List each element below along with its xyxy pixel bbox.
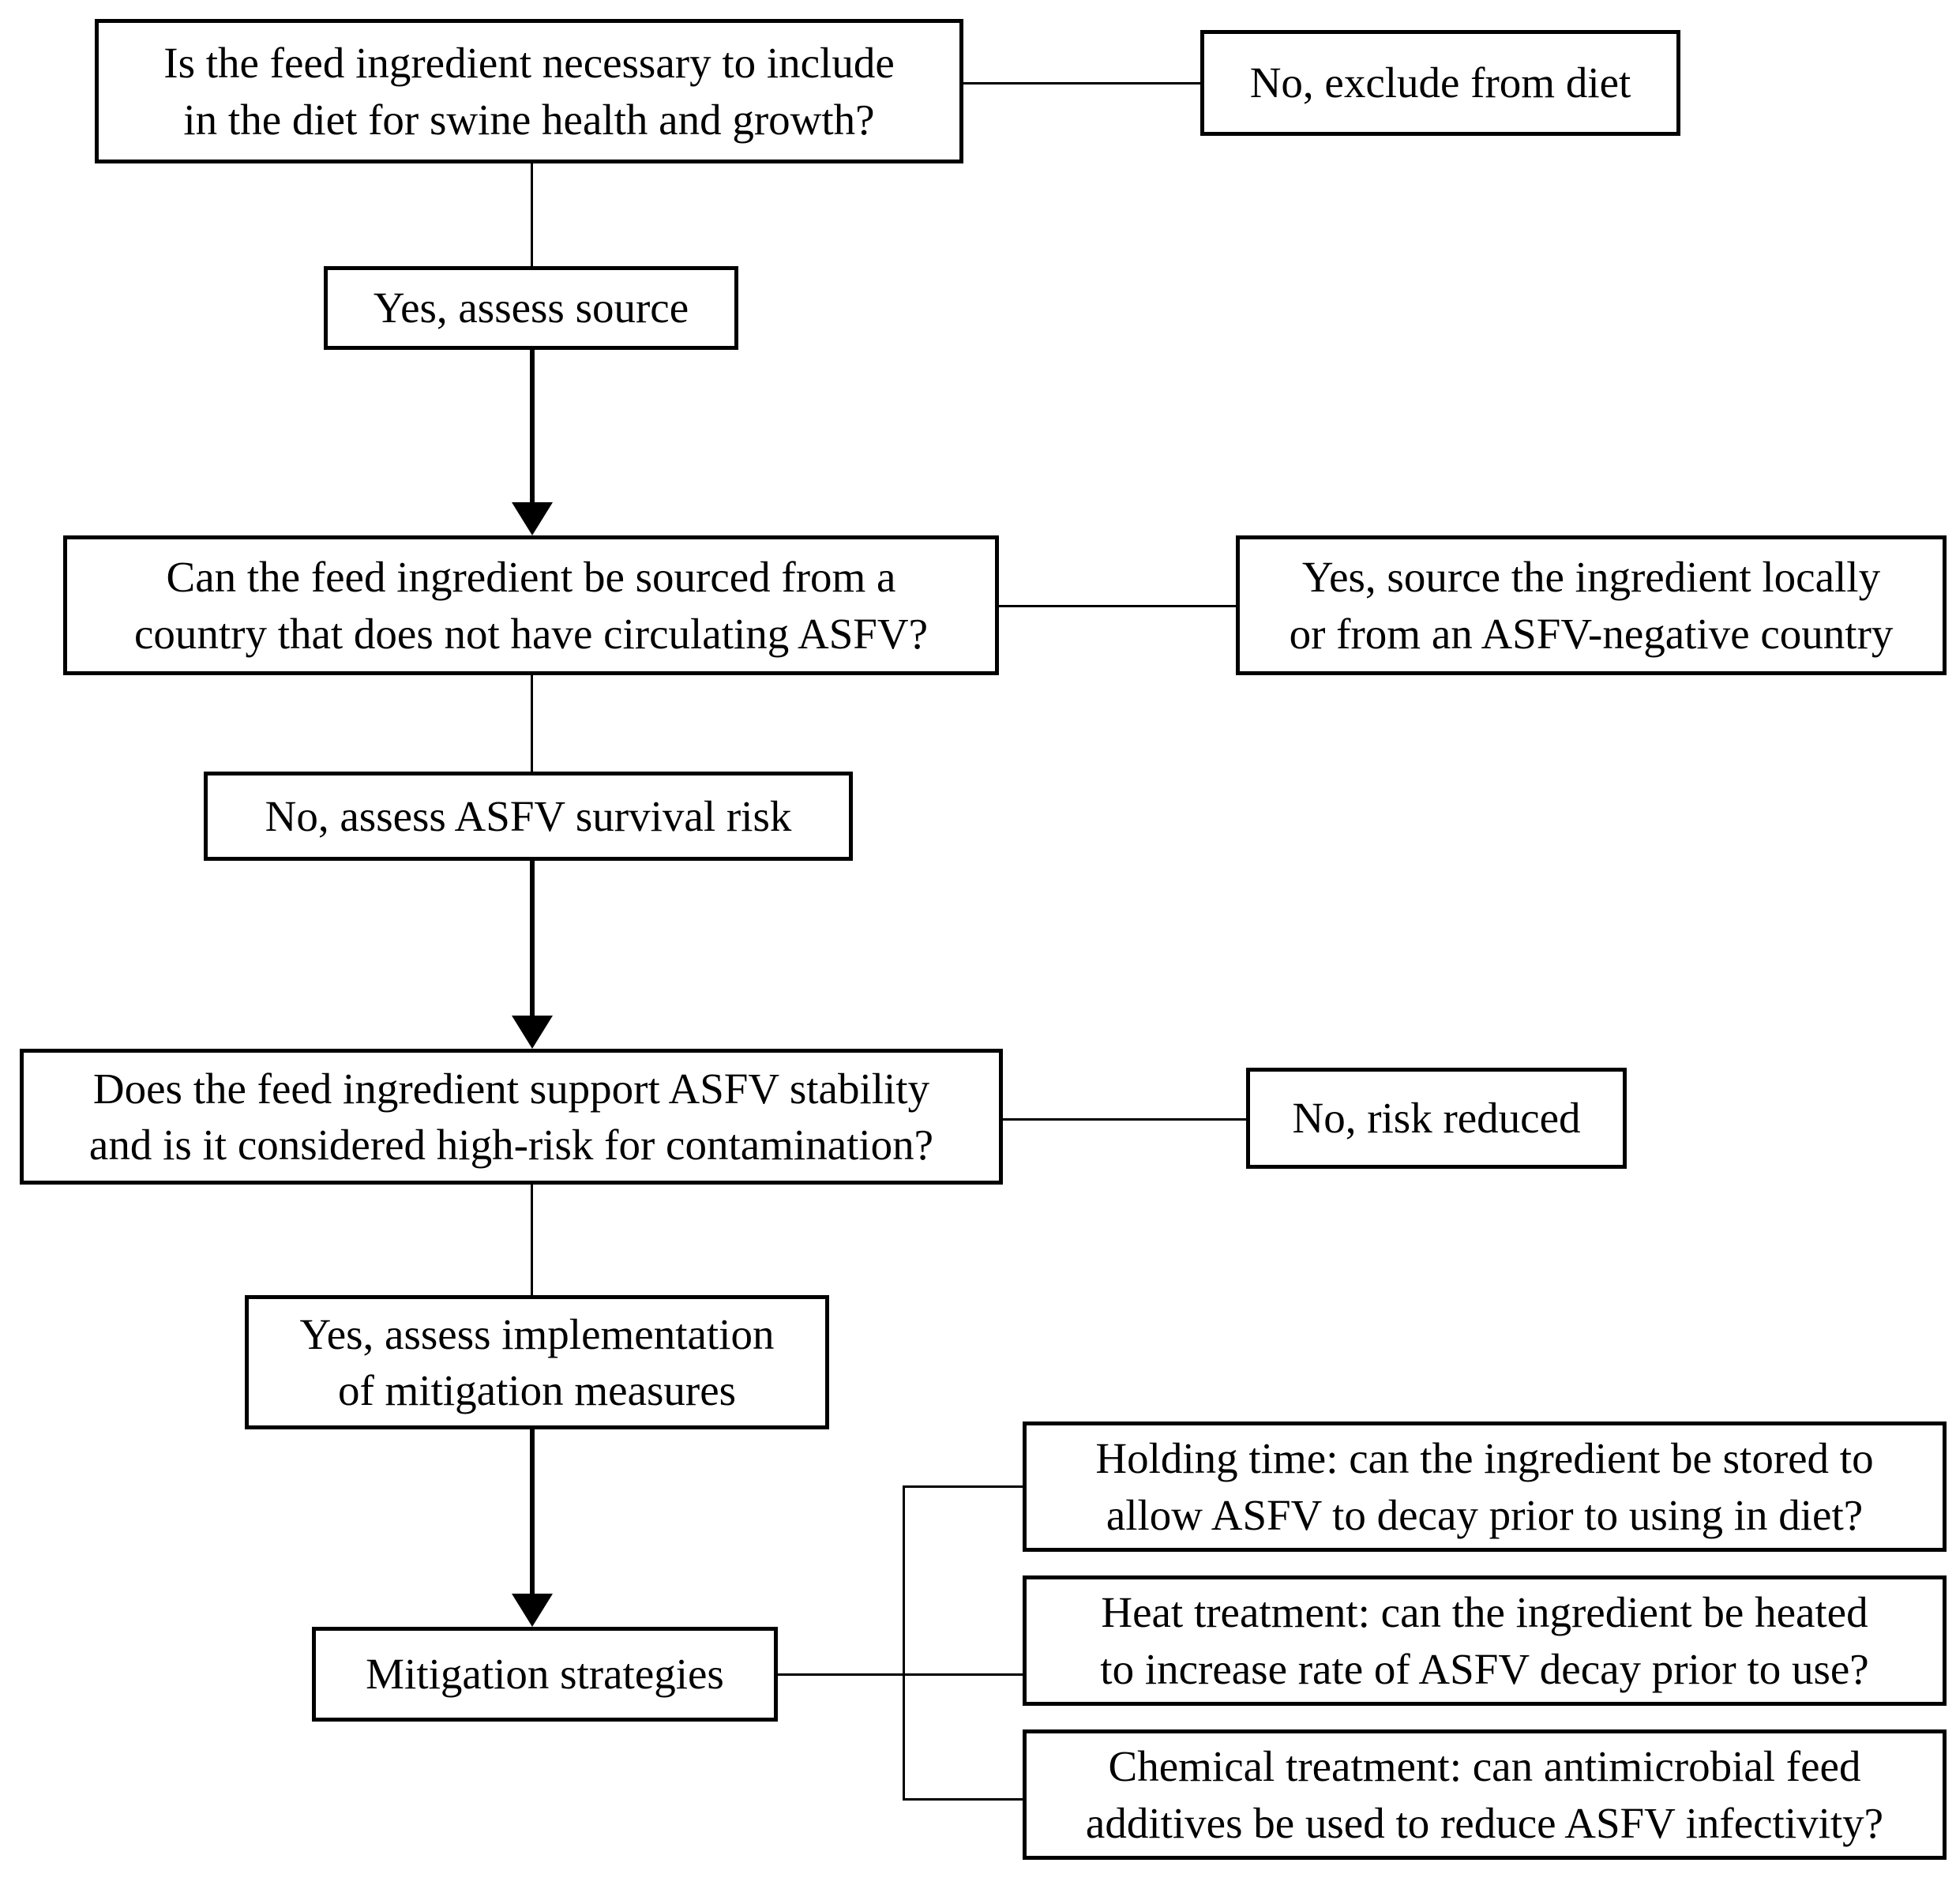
node-outcome-risk-reduced[interactable]: No, risk reduced — [1246, 1068, 1627, 1169]
node-line-2: additives be used to reduce ASFV infecti… — [1085, 1798, 1884, 1847]
node-strategy-holding-time[interactable]: Holding time: can the ingredient be stor… — [1023, 1421, 1947, 1552]
node-question-stability-high-risk[interactable]: Does the feed ingredient support ASFV st… — [20, 1049, 1003, 1185]
node-line-1: Yes, assess source — [373, 284, 689, 332]
node-line-1: Mitigation strategies — [366, 1650, 724, 1699]
connector-strategy-bus — [903, 1485, 905, 1800]
node-line-1: Is the feed ingredient necessary to incl… — [163, 39, 895, 87]
node-question-necessary[interactable]: Is the feed ingredient necessary to incl… — [95, 19, 963, 163]
connector-mitigation-to-bus — [778, 1673, 904, 1676]
node-process-mitigation-strategies[interactable]: Mitigation strategies — [312, 1627, 778, 1722]
connector-bus-to-holding — [903, 1485, 1025, 1488]
arrowhead-to-mitigation — [512, 1594, 553, 1627]
connector-q3-to-no — [1003, 1118, 1246, 1121]
node-line-1: Yes, source the ingredient locally — [1301, 553, 1881, 601]
node-line-2: allow ASFV to decay prior to using in di… — [1106, 1490, 1864, 1539]
node-line-1: No, assess ASFV survival risk — [265, 791, 792, 840]
node-line-1: No, risk reduced — [1292, 1094, 1581, 1143]
arrowhead-to-q3 — [512, 1016, 553, 1049]
connector-bus-to-heat — [903, 1673, 1025, 1676]
node-connector-assess-mitigation[interactable]: Yes, assess implementation of mitigation… — [245, 1295, 829, 1429]
node-question-sourcing-country[interactable]: Can the feed ingredient be sourced from … — [63, 535, 999, 675]
node-line-1: Does the feed ingredient support ASFV st… — [92, 1064, 930, 1113]
node-line-2: country that does not have circulating A… — [133, 609, 929, 658]
node-strategy-chemical-treatment[interactable]: Chemical treatment: can antimicrobial fe… — [1023, 1729, 1947, 1860]
connector-bus-to-chemical — [903, 1798, 1025, 1801]
node-line-2: of mitigation measures — [337, 1366, 737, 1414]
node-line-1: Heat treatment: can the ingredient be he… — [1101, 1588, 1868, 1636]
node-line-1: Can the feed ingredient be sourced from … — [166, 553, 896, 601]
node-strategy-heat-treatment[interactable]: Heat treatment: can the ingredient be he… — [1023, 1575, 1947, 1706]
node-connector-yes-assess-source[interactable]: Yes, assess source — [324, 266, 738, 350]
node-line-2: to increase rate of ASFV decay prior to … — [1100, 1644, 1869, 1693]
connector-q2-to-yes — [999, 605, 1236, 607]
connector-q1-to-yes — [531, 163, 533, 268]
node-line-1: No, exclude from diet — [1249, 58, 1631, 107]
connector-yes-to-mitigation — [530, 1429, 535, 1597]
connector-no-to-q3 — [530, 861, 535, 1019]
node-line-1: Holding time: can the ingredient be stor… — [1095, 1434, 1874, 1482]
node-line-1: Chemical treatment: can antimicrobial fe… — [1108, 1742, 1861, 1790]
connector-yes-to-q2 — [530, 350, 535, 506]
node-line-2: or from an ASFV-negative country — [1289, 609, 1894, 658]
connector-q2-to-no — [531, 675, 533, 773]
connector-q3-to-yes — [531, 1185, 533, 1297]
arrowhead-to-q2 — [512, 502, 553, 535]
node-outcome-exclude-from-diet[interactable]: No, exclude from diet — [1200, 30, 1680, 136]
node-line-1: Yes, assess implementation — [299, 1309, 775, 1358]
node-connector-assess-survival-risk[interactable]: No, assess ASFV survival risk — [204, 772, 853, 861]
node-line-2: in the diet for swine health and growth? — [183, 95, 875, 144]
node-outcome-source-locally[interactable]: Yes, source the ingredient locally or fr… — [1236, 535, 1947, 675]
node-line-2: and is it considered high-risk for conta… — [88, 1121, 934, 1169]
connector-q1-to-no — [963, 82, 1200, 84]
